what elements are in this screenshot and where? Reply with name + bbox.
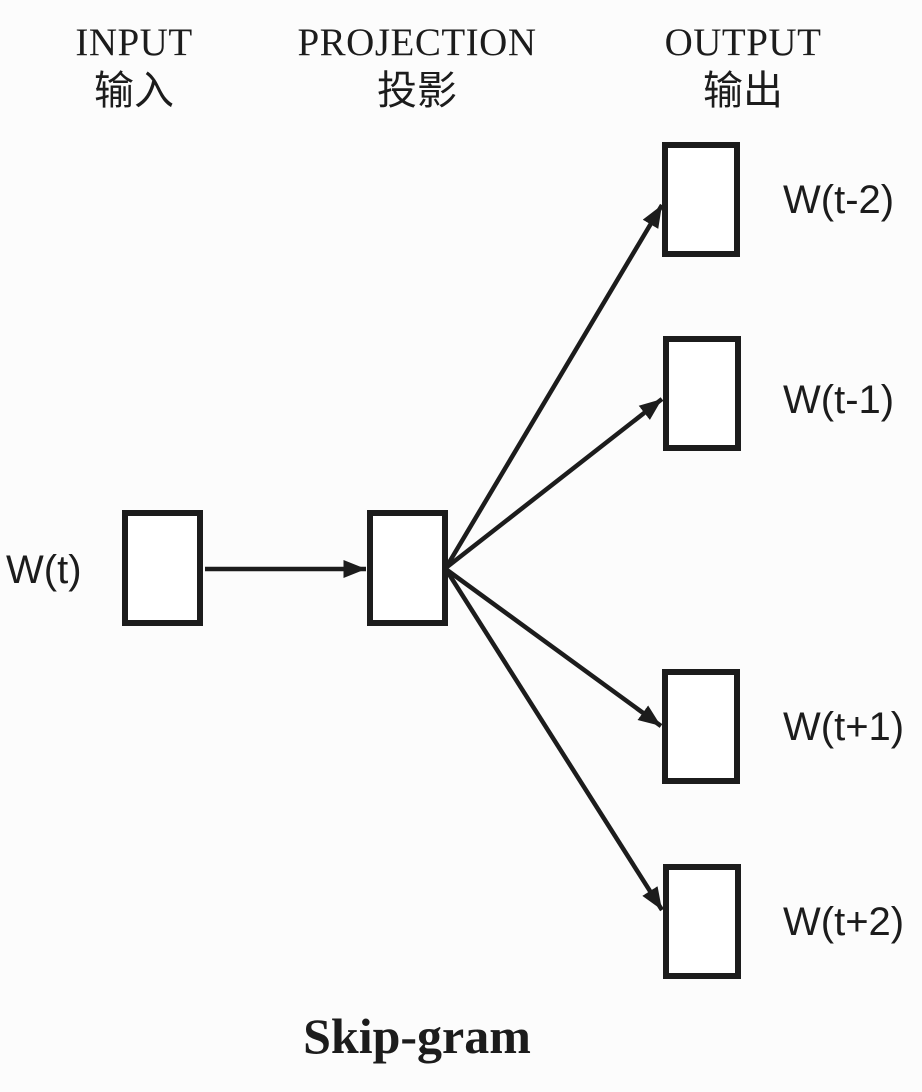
output-box-wt-minus-2 [662,142,740,257]
output-header-chinese: 输出 [703,68,783,113]
column-header-output: OUTPUT 输出 [643,22,843,114]
output-box-wt-plus-2 [663,864,741,979]
output-word-label-wt-plus-2: W(t+2) [783,900,905,944]
diagram-caption: Skip-gram [303,1008,531,1064]
output-word-label-wt-minus-1: W(t-1) [783,378,895,422]
input-header-english: INPUT [75,21,193,64]
projection-box [367,510,448,626]
output-word-label-wt-plus-1: W(t+1) [783,705,905,749]
column-header-input: INPUT 输入 [34,22,234,114]
column-header-projection: PROJECTION 投影 [267,22,567,114]
arrow-projection-to-wt-minus-2 [445,203,664,568]
output-header-english: OUTPUT [664,21,822,64]
projection-header-chinese: 投影 [377,68,457,113]
output-word-label-wt-minus-2: W(t-2) [783,178,895,222]
output-box-wt-plus-1 [662,669,740,784]
projection-header-english: PROJECTION [297,21,537,64]
input-box [122,510,203,626]
output-box-wt-minus-1 [663,336,741,451]
input-header-chinese: 输入 [94,68,174,113]
arrow-projection-to-wt-minus-1 [445,397,664,569]
input-word-label: W(t) [6,548,82,592]
arrow-projection-to-wt-plus-1 [445,568,663,728]
arrow-projection-to-wt-plus-2 [445,569,664,912]
